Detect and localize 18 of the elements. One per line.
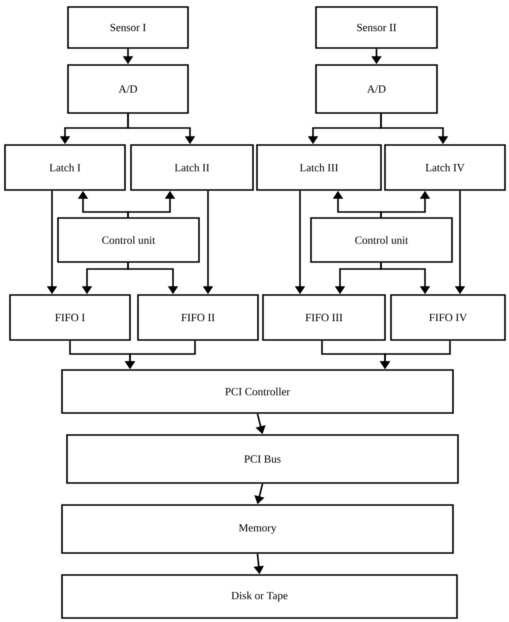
block-box: FIFO IV [390,294,506,341]
block-box: Control unit [310,217,453,263]
block-box: Memory [61,504,454,554]
block-box: PCI Controller [61,369,454,414]
block-box: FIFO I [9,294,131,341]
block-box: Latch II [130,144,254,191]
block-box: Latch IV [384,144,506,191]
block-box: Sensor II [315,6,438,49]
block-box: A/D [315,64,438,114]
block-box: FIFO II [137,294,259,341]
block-box: Disk or Tape [61,574,458,619]
block-box: Latch III [256,144,382,191]
block-box: Sensor I [67,6,189,49]
block-box: A/D [67,64,189,114]
block-box: FIFO III [262,294,386,341]
block-box: Control unit [57,217,200,263]
block-box: PCI Bus [66,434,459,484]
block-box: Latch I [4,144,126,191]
